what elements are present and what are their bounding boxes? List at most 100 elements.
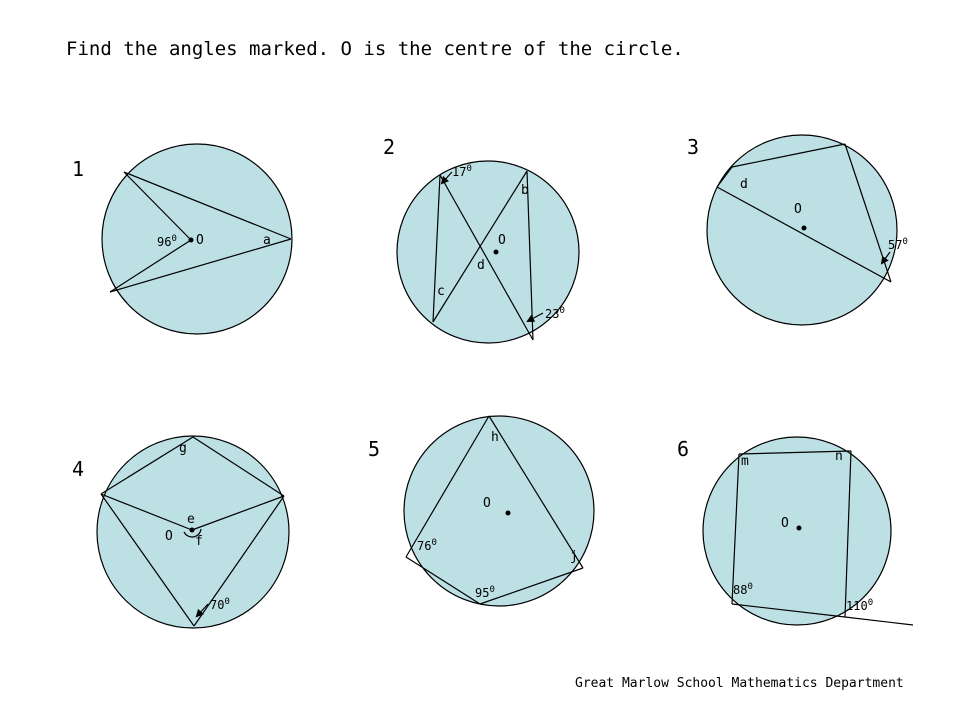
unknown-f-label: f <box>195 534 203 549</box>
angle-value: 17 <box>452 165 466 179</box>
chord-5b <box>488 415 584 569</box>
angle-label-57: 570 <box>888 237 908 252</box>
centre-dot-6 <box>796 525 802 531</box>
chord-6-left <box>731 453 740 605</box>
centre-label-2: O <box>498 233 506 248</box>
chord-2-left <box>432 174 441 323</box>
unknown-b-label: b <box>521 183 529 198</box>
circle-6 <box>702 436 892 626</box>
problem-6: 6 O m n 880 1100 <box>677 436 914 626</box>
reflex-arc-f <box>183 528 202 538</box>
chord-4d <box>193 495 285 627</box>
chord-5c <box>405 556 481 605</box>
centre-dot-5 <box>505 510 511 516</box>
centre-dot-1 <box>188 237 194 243</box>
footer-credit: Great Marlow School Mathematics Departme… <box>575 676 904 691</box>
circle-2 <box>396 160 580 344</box>
unknown-j-label: j <box>570 549 578 564</box>
radius-4b <box>191 495 285 531</box>
angle-value: 23 <box>545 307 559 321</box>
centre-label-6: O <box>781 516 789 531</box>
angle-label-17: 170 <box>452 164 472 179</box>
chord-4a <box>100 436 194 495</box>
unknown-h-label: h <box>491 430 499 445</box>
degree-mark: 0 <box>868 598 873 608</box>
angle-label-88: 880 <box>733 582 753 597</box>
radius-4a <box>100 493 193 531</box>
unknown-m-label: m <box>741 454 749 469</box>
chord-3-left <box>716 166 733 188</box>
angle-arrow-70 <box>195 603 209 618</box>
unknown-e-label: e <box>187 512 195 527</box>
chord-6-top <box>738 450 852 455</box>
centre-label-4: O <box>165 529 173 544</box>
problem-number-6: 6 <box>677 437 689 461</box>
chord-6-right <box>844 450 852 618</box>
angle-arrow-23 <box>526 312 544 322</box>
chord-1b <box>109 238 292 293</box>
unknown-d-label-2: d <box>477 258 485 273</box>
angle-value: 110 <box>846 599 868 613</box>
circle-5 <box>403 415 595 607</box>
centre-label-5: O <box>483 496 491 511</box>
degree-mark: 0 <box>466 164 471 174</box>
centre-dot-4 <box>189 527 195 533</box>
unknown-c-label: c <box>437 284 445 299</box>
circle-1 <box>101 143 293 335</box>
problem-number-5: 5 <box>368 437 380 461</box>
chord-5a <box>405 415 490 558</box>
centre-dot-2 <box>493 249 499 255</box>
degree-mark: 0 <box>431 538 436 548</box>
chord-5d <box>479 567 584 605</box>
degree-mark: 0 <box>902 237 907 247</box>
angle-value: 96 <box>157 235 171 249</box>
unknown-n-label: n <box>835 449 843 464</box>
centre-dot-3 <box>801 225 807 231</box>
angle-label-76: 760 <box>417 538 437 553</box>
extended-line-6 <box>844 616 914 626</box>
unknown-a-label: a <box>263 233 271 248</box>
angle-value: 76 <box>417 539 431 553</box>
problem-5: 5 O h 760 j 950 <box>368 415 595 607</box>
problem-3: 3 O d 570 <box>687 134 908 326</box>
page-title: Find the angles marked. O is the centre … <box>66 38 684 60</box>
chord-4c <box>100 493 195 627</box>
circle-3 <box>706 134 898 326</box>
degree-mark: 0 <box>171 234 176 244</box>
centre-label-3: O <box>794 202 802 217</box>
problem-number-4: 4 <box>72 457 84 481</box>
problem-2: 2 O 170 b d c 230 <box>383 135 580 344</box>
angle-label-95: 950 <box>475 585 495 600</box>
problem-4: 4 O g e f 700 <box>72 435 290 629</box>
radius-1b <box>109 239 192 293</box>
diameter-3 <box>716 186 892 283</box>
centre-label-1: O <box>196 233 204 248</box>
angle-label-110: 1100 <box>846 598 873 613</box>
problem-number-3: 3 <box>687 135 699 159</box>
chord-1a <box>123 171 292 240</box>
problem-1: 1 O 960 a <box>72 143 293 335</box>
degree-mark: 0 <box>489 585 494 595</box>
chord-2-right <box>526 170 534 341</box>
chord-2-diag2 <box>432 170 528 323</box>
angle-label-96: 960 <box>157 234 177 249</box>
chord-2-diag1 <box>439 174 534 341</box>
degree-mark: 0 <box>747 582 752 592</box>
problem-number-2: 2 <box>383 135 395 159</box>
unknown-d-label-3: d <box>740 177 748 192</box>
degree-mark: 0 <box>224 597 229 607</box>
chord-4b <box>192 436 285 497</box>
angle-arrow-57 <box>880 251 891 265</box>
angle-label-70: 700 <box>210 597 230 612</box>
angle-value: 57 <box>888 238 902 252</box>
problem-number-1: 1 <box>72 157 84 181</box>
unknown-g-label: g <box>179 441 187 456</box>
angle-arrow-17 <box>440 171 453 185</box>
chord-3-top <box>731 143 846 168</box>
angle-value: 70 <box>210 598 224 612</box>
chord-6-bottom <box>731 603 846 618</box>
radius-1a <box>123 171 192 241</box>
angle-label-23: 230 <box>545 306 565 321</box>
degree-mark: 0 <box>559 306 564 316</box>
